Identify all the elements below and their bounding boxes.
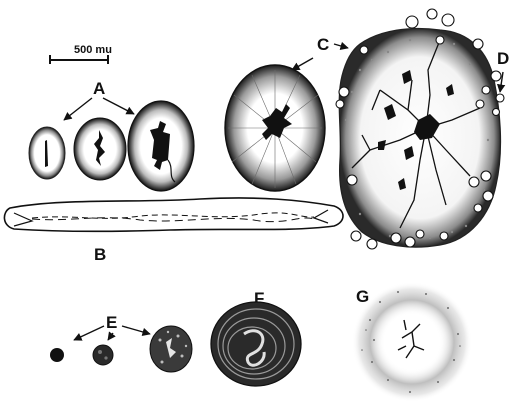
label-e: E (106, 313, 117, 332)
group-f: F (211, 289, 301, 386)
cyst-g (352, 282, 472, 402)
arrow-e-right (122, 326, 150, 334)
arrow-e-left (74, 326, 104, 340)
arrow-c-left (292, 58, 313, 70)
arrow-e-middle (108, 333, 113, 340)
label-d: D (497, 49, 509, 68)
arrow-a-left (64, 98, 92, 120)
group-g: G (352, 282, 472, 402)
sphere-e-small (50, 348, 64, 362)
arrow-c-right (334, 44, 348, 48)
group-d: D (336, 9, 509, 249)
group-e: E (50, 313, 192, 372)
group-b: B (4, 198, 343, 264)
group-c: C (225, 35, 348, 191)
label-a: A (93, 79, 105, 98)
arrow-a-right (103, 98, 134, 114)
group-a: A (29, 79, 194, 191)
sphere-e-medium (93, 345, 113, 365)
scale-bar-label: 500 mu (74, 44, 112, 56)
scale-bar: 500 mu (50, 44, 112, 64)
label-b: B (94, 245, 106, 264)
label-c: C (317, 35, 329, 54)
